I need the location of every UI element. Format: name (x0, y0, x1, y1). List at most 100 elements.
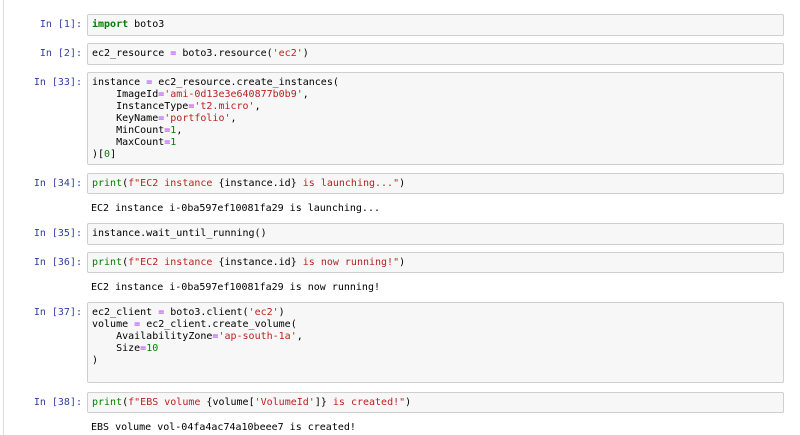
code-token: 'ap-south-1a' (218, 331, 297, 342)
cell-output: EC2 instance i-0ba597ef10081fa29 is laun… (91, 203, 380, 214)
code-line: print(f"EC2 instance {instance.id} is no… (92, 257, 779, 269)
code-token: ec2_client.create_volume( (140, 319, 297, 330)
cell-prompt: In [38]: (33, 397, 82, 408)
cell-input-editor[interactable]: ec2_client = boto3.client('ec2')volume =… (87, 302, 784, 383)
code-token: print (92, 397, 123, 408)
code-token: 'ec2' (272, 48, 303, 59)
cell-prompt: In [35]: (33, 228, 82, 239)
code-token: = (140, 343, 147, 354)
code-token: boto3.resource( (176, 48, 273, 59)
code-token: ) (92, 355, 99, 366)
cell-input-editor[interactable]: instance.wait_until_running() (87, 223, 784, 245)
code-line: print(f"EBS volume {volume['VolumeId']} … (92, 397, 779, 409)
code-line: ec2_client = boto3.client('ec2') (92, 307, 779, 319)
code-line: instance = ec2_resource.create_instances… (92, 77, 779, 89)
code-token: ec2_client (92, 307, 159, 318)
cell-prompt: In [33]: (33, 77, 82, 88)
code-token: is launching..." (296, 178, 400, 189)
code-token: InstanceType (92, 101, 189, 112)
code-token: ec2_resource.create_instances( (152, 77, 339, 88)
code-token: , (254, 101, 261, 112)
code-token: , (302, 89, 309, 100)
cell-input-editor[interactable]: import boto3 (87, 14, 784, 36)
code-token: KeyName (92, 113, 159, 124)
code-token: Size (92, 343, 141, 354)
code-line: Size=10 (92, 343, 779, 355)
cell-prompt: In [1]: (39, 19, 82, 30)
code-token: = (188, 101, 195, 112)
code-token: ) (405, 397, 412, 408)
code-token: 1 (170, 137, 177, 148)
cell-prompt: In [34]: (33, 178, 82, 189)
code-token: print (92, 178, 123, 189)
code-token: ec2_resource (92, 48, 171, 59)
code-token: ) (278, 307, 285, 318)
cell-input-editor[interactable]: print(f"EBS volume {volume['VolumeId']} … (87, 392, 784, 413)
code-token: f"EC2 instance (128, 257, 219, 268)
cell-prompt: In [37]: (33, 307, 82, 318)
cell-output: EBS volume vol-04fa4ac74a10beee7 is crea… (91, 422, 356, 433)
code-line: MinCount=1, (92, 125, 779, 137)
cell-input-editor[interactable]: print(f"EC2 instance {instance.id} is la… (87, 173, 784, 194)
code-token: 't2.micro' (194, 101, 255, 112)
code-token: 'ami-0d13e3e640877b0b9' (164, 89, 303, 100)
code-token: ) (399, 178, 406, 189)
code-line: KeyName='portfolio', (92, 113, 779, 125)
code-line: instance.wait_until_running() (92, 228, 779, 240)
code-token: {instance.id} (218, 257, 297, 268)
code-token: = (170, 48, 177, 59)
code-token: ( (122, 178, 129, 189)
code-token: 1 (170, 125, 177, 136)
code-token: MaxCount (92, 137, 165, 148)
code-token: 'ec2' (248, 307, 279, 318)
cell-prompt: In [36]: (33, 257, 82, 268)
code-token: = (158, 113, 165, 124)
code-token: MinCount (92, 125, 165, 136)
code-token: {instance.id} (218, 178, 297, 189)
code-line: print(f"EC2 instance {instance.id} is la… (92, 178, 779, 190)
code-token: , (230, 113, 237, 124)
cell-output: EC2 instance i-0ba597ef10081fa29 is now … (91, 282, 380, 293)
code-line: import boto3 (92, 19, 779, 31)
cell-input-editor[interactable]: print(f"EC2 instance {instance.id} is no… (87, 252, 784, 273)
code-token: import (92, 19, 129, 30)
code-token: 'portfolio' (164, 113, 231, 124)
cell-input-editor[interactable]: instance = ec2_resource.create_instances… (87, 72, 784, 165)
code-token: 'VolumeId' (254, 397, 315, 408)
code-token: ImageId (92, 89, 159, 100)
code-token: {volume[ (206, 397, 255, 408)
code-token: f"EC2 instance (128, 178, 219, 189)
code-line: volume = ec2_client.create_volume( (92, 319, 779, 331)
code-token: = (164, 125, 171, 136)
code-line: InstanceType='t2.micro', (92, 101, 779, 113)
notebook-left-border (3, 0, 4, 435)
code-token: is created!" (326, 397, 406, 408)
cell-input-editor[interactable]: ec2_resource = boto3.resource('ec2') (87, 43, 784, 65)
code-line: ) (92, 355, 779, 367)
code-token: = (134, 319, 141, 330)
code-token: , (176, 125, 183, 136)
code-line: MaxCount=1 (92, 137, 779, 149)
code-line: ec2_resource = boto3.resource('ec2') (92, 48, 779, 60)
code-token: )[ (92, 149, 105, 160)
code-token: volume (92, 319, 135, 330)
code-token: ( (122, 257, 129, 268)
code-token: f"EBS volume (128, 397, 207, 408)
code-token: ] (110, 149, 117, 160)
code-token: is now running!" (296, 257, 400, 268)
code-token: 0 (104, 149, 111, 160)
code-token: = (158, 89, 165, 100)
code-token: = (158, 307, 165, 318)
code-token: boto3.client( (164, 307, 249, 318)
code-token: ( (122, 397, 129, 408)
code-token: ) (302, 48, 309, 59)
code-token: instance (92, 77, 147, 88)
code-token: print (92, 257, 123, 268)
code-token: 10 (146, 343, 159, 354)
code-token: instance.wait_until_running() (92, 228, 267, 239)
code-token: , (296, 331, 303, 342)
code-line: ImageId='ami-0d13e3e640877b0b9', (92, 89, 779, 101)
code-line: AvailabilityZone='ap-south-1a', (92, 331, 779, 343)
code-token: = (146, 77, 153, 88)
code-token: ]} (314, 397, 327, 408)
